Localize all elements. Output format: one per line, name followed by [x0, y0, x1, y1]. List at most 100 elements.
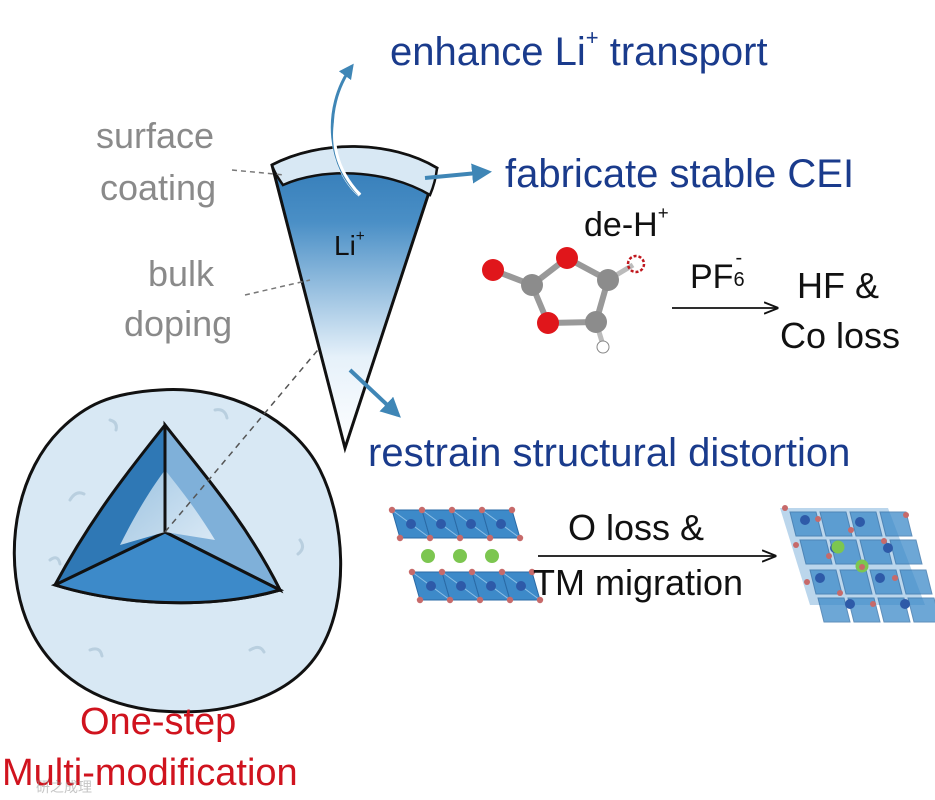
octahedron — [809, 569, 843, 595]
oxygen-site — [536, 596, 544, 604]
octahedron — [879, 511, 913, 537]
tm-atom — [426, 581, 436, 591]
oxygen-atom — [537, 312, 559, 334]
effect-li-transport-text: enhance Li — [390, 30, 586, 74]
label-coating: coating — [100, 167, 217, 208]
oxygen-site — [486, 534, 494, 542]
caption-one-step: One-step — [80, 701, 237, 743]
tm-atom — [815, 573, 825, 583]
octahedron — [839, 569, 873, 595]
lithium-atom — [453, 549, 467, 563]
oxygen-site — [478, 506, 486, 514]
cei-arrow — [424, 163, 492, 184]
oxygen-site — [508, 506, 516, 514]
deprotonation-label: de-H+ — [584, 203, 669, 244]
effect-cei: fabricate stable CEI — [505, 152, 855, 196]
octahedron — [907, 597, 935, 623]
distortion-arrow — [348, 368, 401, 418]
process-o-loss: O loss & — [568, 507, 705, 548]
oxygen-site — [815, 516, 821, 522]
oxygen-site — [448, 506, 456, 514]
oxygen-site — [396, 534, 404, 542]
oxygen-site — [426, 534, 434, 542]
oxygen-site — [476, 596, 484, 604]
lithium-atom — [421, 549, 435, 563]
label-bulk: bulk — [148, 253, 215, 294]
oxygen-site — [416, 596, 424, 604]
process-tm-migration: TM migration — [533, 562, 744, 603]
oxygen-site — [468, 568, 476, 576]
octahedron — [819, 511, 853, 537]
oxygen-atom — [482, 259, 504, 281]
tm-atom — [406, 519, 416, 529]
tm-atom — [845, 599, 855, 609]
oxygen-site — [446, 596, 454, 604]
hydrogen-atom — [596, 340, 610, 354]
removed-hydrogen-marker — [626, 254, 646, 274]
lithium-atom — [831, 540, 845, 554]
oxygen-site — [837, 590, 843, 596]
tm-atom — [875, 573, 885, 583]
carbonate-molecule — [482, 247, 646, 354]
oxygen-site — [528, 568, 536, 576]
tm-atom — [516, 581, 526, 591]
product-co-loss: Co loss — [780, 315, 901, 356]
distorted-structure — [780, 505, 935, 623]
li-ion-sup: + — [355, 228, 365, 246]
oxygen-site — [881, 538, 887, 544]
oxygen-site — [793, 542, 799, 548]
layered-structure — [388, 506, 544, 604]
oxygen-site — [418, 506, 426, 514]
reagent-label: PF - 6 — [690, 248, 747, 296]
li-ion-label: Li+ — [334, 229, 365, 261]
carbon-atom — [521, 274, 543, 296]
octahedron — [889, 539, 923, 565]
oxygen-site — [870, 601, 876, 607]
oxygen-site — [903, 512, 909, 518]
caption-multi-modification: Multi-modification — [2, 752, 298, 794]
octahedron — [849, 511, 883, 537]
tm-atom — [486, 581, 496, 591]
octahedron — [799, 539, 833, 565]
product-hf: HF & — [797, 265, 880, 306]
zoom-leader-line — [164, 344, 323, 533]
oxygen-site — [804, 579, 810, 585]
carbon-atom — [585, 311, 607, 333]
oxygen-site — [892, 575, 898, 581]
tm-atom — [855, 517, 865, 527]
de-h-sup: + — [657, 202, 669, 224]
oxygen-site — [516, 534, 524, 542]
tm-atom — [900, 599, 910, 609]
octahedron — [869, 569, 903, 595]
oxygen-site — [408, 568, 416, 576]
tm-atom — [466, 519, 476, 529]
oxygen-site — [506, 596, 514, 604]
oxygen-site — [782, 505, 788, 511]
de-h-text: de-H — [584, 206, 658, 244]
oxygen-site — [438, 568, 446, 576]
watermark: 研之成理 — [36, 779, 92, 795]
carbon-atom — [597, 269, 619, 291]
oxygen-site — [848, 527, 854, 533]
bulk-doping-leader — [244, 279, 311, 296]
octahedron — [817, 597, 851, 623]
tm-atom — [883, 543, 893, 553]
oxygen-site — [859, 564, 865, 570]
label-doping: doping — [124, 303, 233, 344]
tm-atom — [496, 519, 506, 529]
tm-atom — [800, 515, 810, 525]
oxygen-site — [456, 534, 464, 542]
pf-sup: - — [735, 247, 743, 269]
oxygen-site — [498, 568, 506, 576]
effect-li-transport: enhance Li+ transport — [390, 27, 768, 74]
octahedron — [899, 569, 933, 595]
li-ion-text: Li — [334, 230, 356, 261]
pf-text: PF — [690, 258, 734, 296]
oxygen-atom — [556, 247, 578, 269]
tm-atom — [456, 581, 466, 591]
effect-li-transport-suffix: transport — [598, 30, 768, 74]
effect-distortion: restrain structural distortion — [368, 431, 851, 475]
tm-atom — [436, 519, 446, 529]
